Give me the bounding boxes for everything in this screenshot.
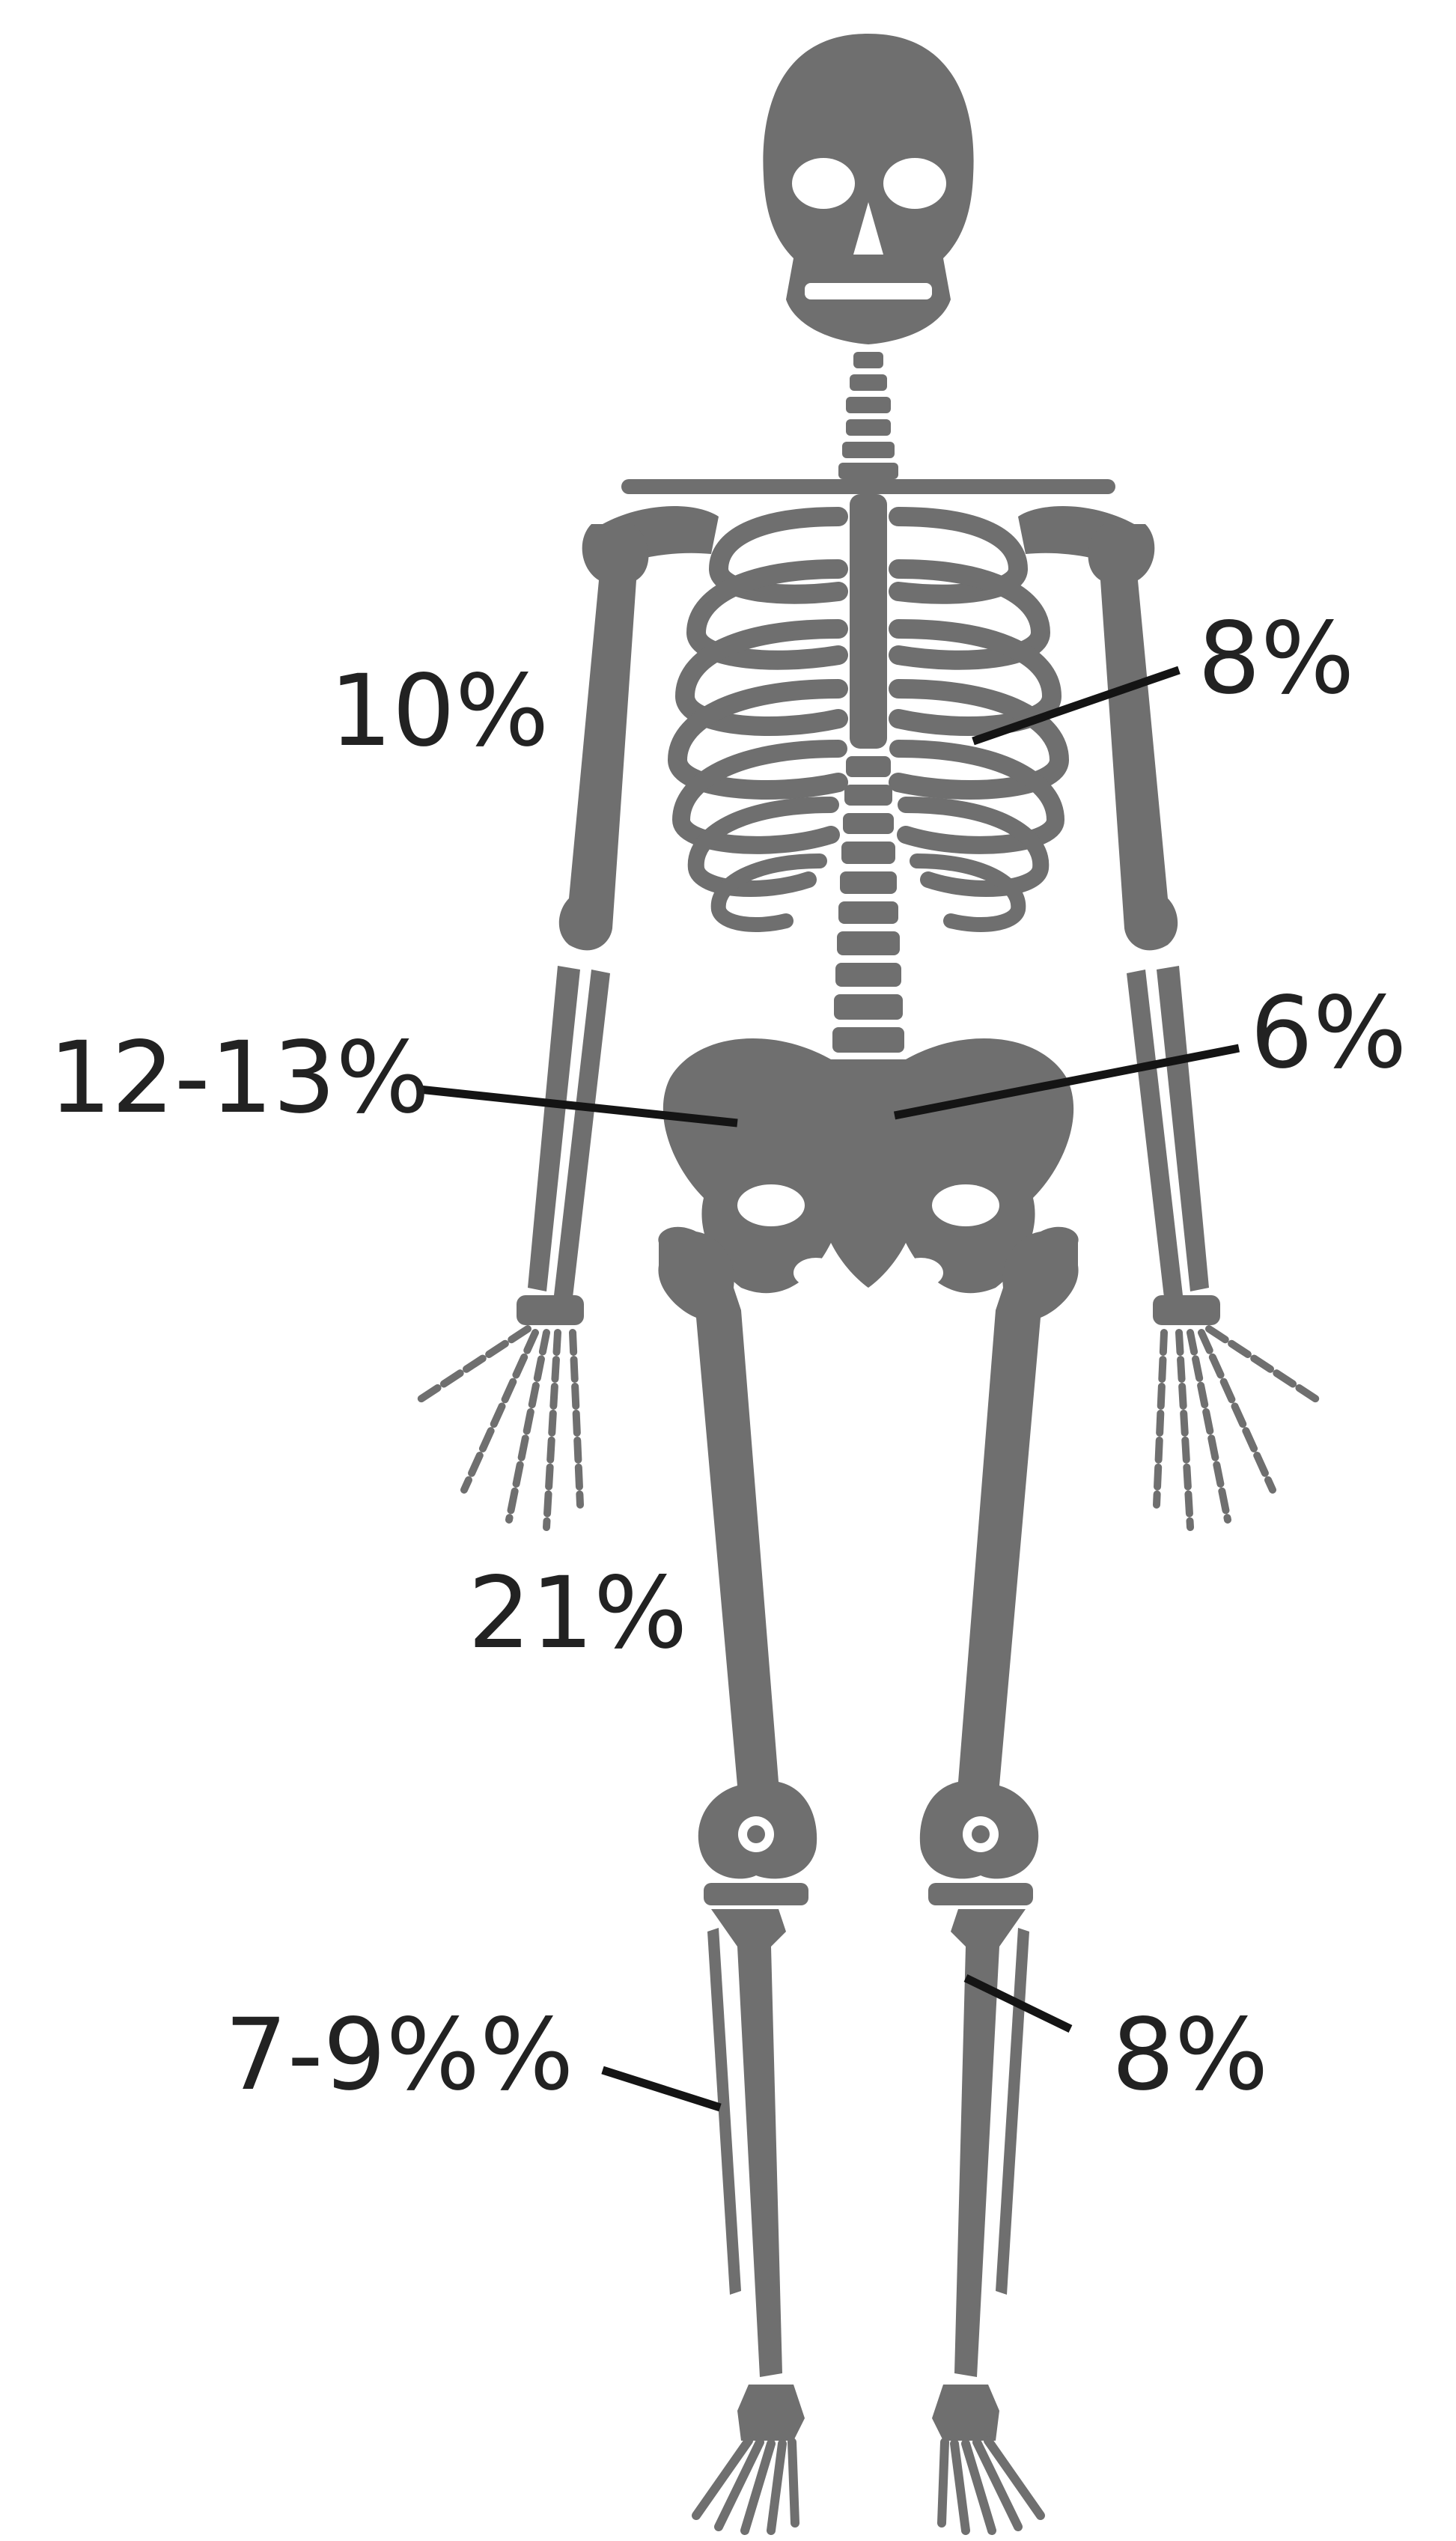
right-hand xyxy=(1157,1329,1318,1527)
left-hand xyxy=(419,1329,580,1527)
right-foot xyxy=(932,2385,1041,2531)
left-leg xyxy=(658,1227,817,2377)
label-ribs: 8% xyxy=(1198,601,1354,716)
label-upper-arm: 10% xyxy=(329,654,549,769)
label-fibula: 8% xyxy=(1112,1997,1268,2113)
label-pelvis-right: 6% xyxy=(1250,976,1407,1091)
left-arm xyxy=(517,524,648,1325)
label-tibia: 7-9%% xyxy=(225,1997,573,2113)
cervical-spine xyxy=(838,352,898,479)
left-foot xyxy=(696,2385,805,2531)
label-pelvis-left: 12-13% xyxy=(49,1020,430,1136)
label-femur: 21% xyxy=(468,1556,687,1671)
spine xyxy=(832,494,904,1053)
skull xyxy=(763,34,973,344)
leader-tibia xyxy=(603,2070,720,2108)
right-leg xyxy=(920,1227,1079,2377)
